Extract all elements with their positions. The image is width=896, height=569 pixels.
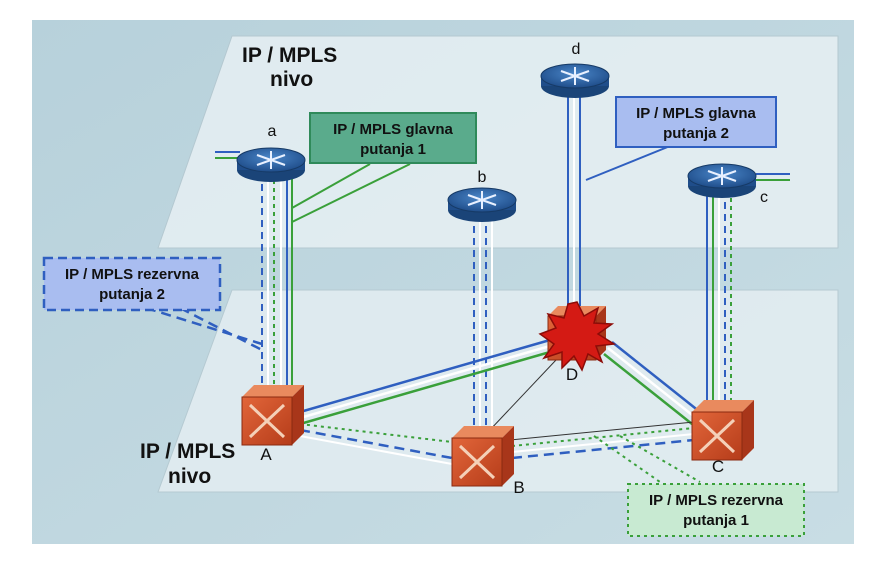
- bottom-layer-title-line1: IP / MPLS: [140, 440, 235, 463]
- switch-D: [538, 301, 617, 372]
- router-d-label: d: [572, 41, 581, 58]
- router-c: [687, 163, 757, 198]
- callout-backup-path-2-line2: putanja 2: [99, 286, 165, 303]
- switch-B-label: B: [513, 478, 524, 497]
- router-arrows-icon: [707, 167, 737, 185]
- switch-cross-icon: [248, 403, 286, 439]
- bottom-layer-links: [299, 338, 701, 465]
- callout-main-path-1-line1: IP / MPLS glavna: [333, 121, 453, 138]
- router-c-label: c: [760, 189, 768, 206]
- callout-main-path-1-box: [309, 112, 477, 164]
- callout-backup-path-1-line1: IP / MPLS rezervna: [649, 492, 784, 509]
- switch-cross-icon: [458, 444, 496, 480]
- vertical-links: [261, 95, 732, 432]
- switch-A-label: A: [260, 445, 272, 464]
- callout-main-path-2-line2: putanja 2: [663, 125, 729, 142]
- switch-D-label: D: [566, 365, 578, 384]
- bottom-layer-title-line2: nivo: [168, 465, 211, 488]
- router-b-label: b: [478, 169, 487, 186]
- callout-backup-path-1-line2: putanja 1: [683, 512, 749, 529]
- router-a-label: a: [268, 123, 277, 140]
- switch-C-label: C: [712, 457, 724, 476]
- top-layer-title-line1: IP / MPLS: [242, 44, 337, 67]
- callout-main-path-2-box: [615, 96, 777, 148]
- top-layer-plane: [157, 35, 839, 249]
- router-arrows-icon: [560, 67, 590, 85]
- router-b: [447, 187, 517, 222]
- failure-burst-icon: [538, 301, 617, 372]
- callout-backup-path-2-line1: IP / MPLS rezervna: [65, 266, 200, 283]
- switch-A: [241, 385, 304, 446]
- switch-B: [451, 426, 514, 487]
- switch-C: [691, 400, 754, 461]
- external-links: [215, 151, 790, 181]
- router-arrows-icon: [467, 191, 497, 209]
- callout-backup-path-1-box: [627, 483, 805, 537]
- router-a: [236, 147, 306, 182]
- callout-backup-path-2-box: [42, 256, 222, 312]
- top-layer-title-line2: nivo: [270, 68, 313, 91]
- callout-main-path-2-line1: IP / MPLS glavna: [636, 105, 756, 122]
- router-arrows-icon: [256, 151, 286, 169]
- callout-pointers: [145, 141, 701, 483]
- switch-cross-icon: [698, 418, 736, 454]
- router-d: [540, 63, 610, 98]
- callout-main-path-1-line2: putanja 1: [360, 141, 426, 158]
